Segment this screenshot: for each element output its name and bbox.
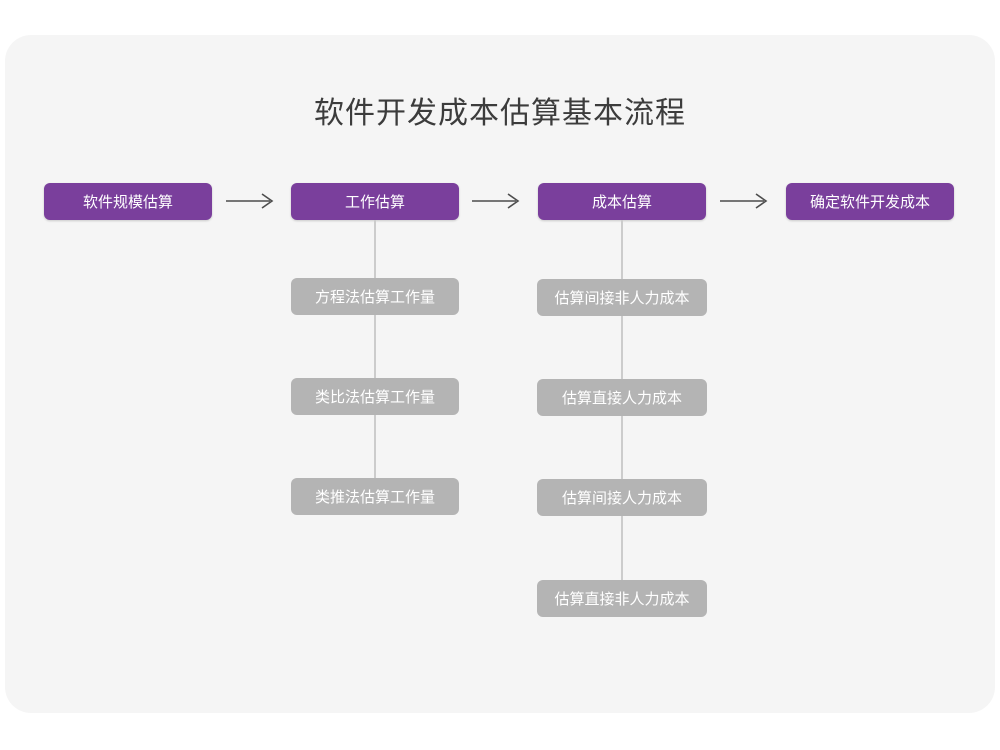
connector-cost-1 <box>621 316 623 380</box>
effort-method-box-equation[interactable]: 方程法估算工作量 <box>291 278 459 315</box>
stage-box-effort-estimation[interactable]: 工作估算 <box>291 183 459 220</box>
content-card <box>5 35 995 713</box>
stage-box-software-scale-estimation[interactable]: 软件规模估算 <box>44 183 212 220</box>
connector-cost-3 <box>621 516 623 581</box>
connector-effort-1 <box>374 315 376 379</box>
stage-box-cost-estimation[interactable]: 成本估算 <box>538 183 706 220</box>
cost-component-box-direct-nonlabor[interactable]: 估算直接非人力成本 <box>537 580 707 617</box>
effort-method-box-analogy-inference[interactable]: 类推法估算工作量 <box>291 478 459 515</box>
cost-component-box-indirect-labor[interactable]: 估算间接人力成本 <box>537 479 707 516</box>
stage-box-determine-development-cost[interactable]: 确定软件开发成本 <box>786 183 954 220</box>
page-title: 软件开发成本估算基本流程 <box>314 97 686 130</box>
connector-effort-2 <box>374 415 376 479</box>
connector-cost-2 <box>621 416 623 480</box>
arrow-right-icon-1 <box>224 189 282 213</box>
arrow-right-icon-2 <box>470 189 528 213</box>
cost-component-box-direct-labor[interactable]: 估算直接人力成本 <box>537 379 707 416</box>
arrow-right-icon-3 <box>718 189 776 213</box>
connector-cost-0 <box>621 220 623 280</box>
effort-method-box-analogy[interactable]: 类比法估算工作量 <box>291 378 459 415</box>
cost-component-box-indirect-nonlabor[interactable]: 估算间接非人力成本 <box>537 279 707 316</box>
connector-effort-0 <box>374 220 376 280</box>
